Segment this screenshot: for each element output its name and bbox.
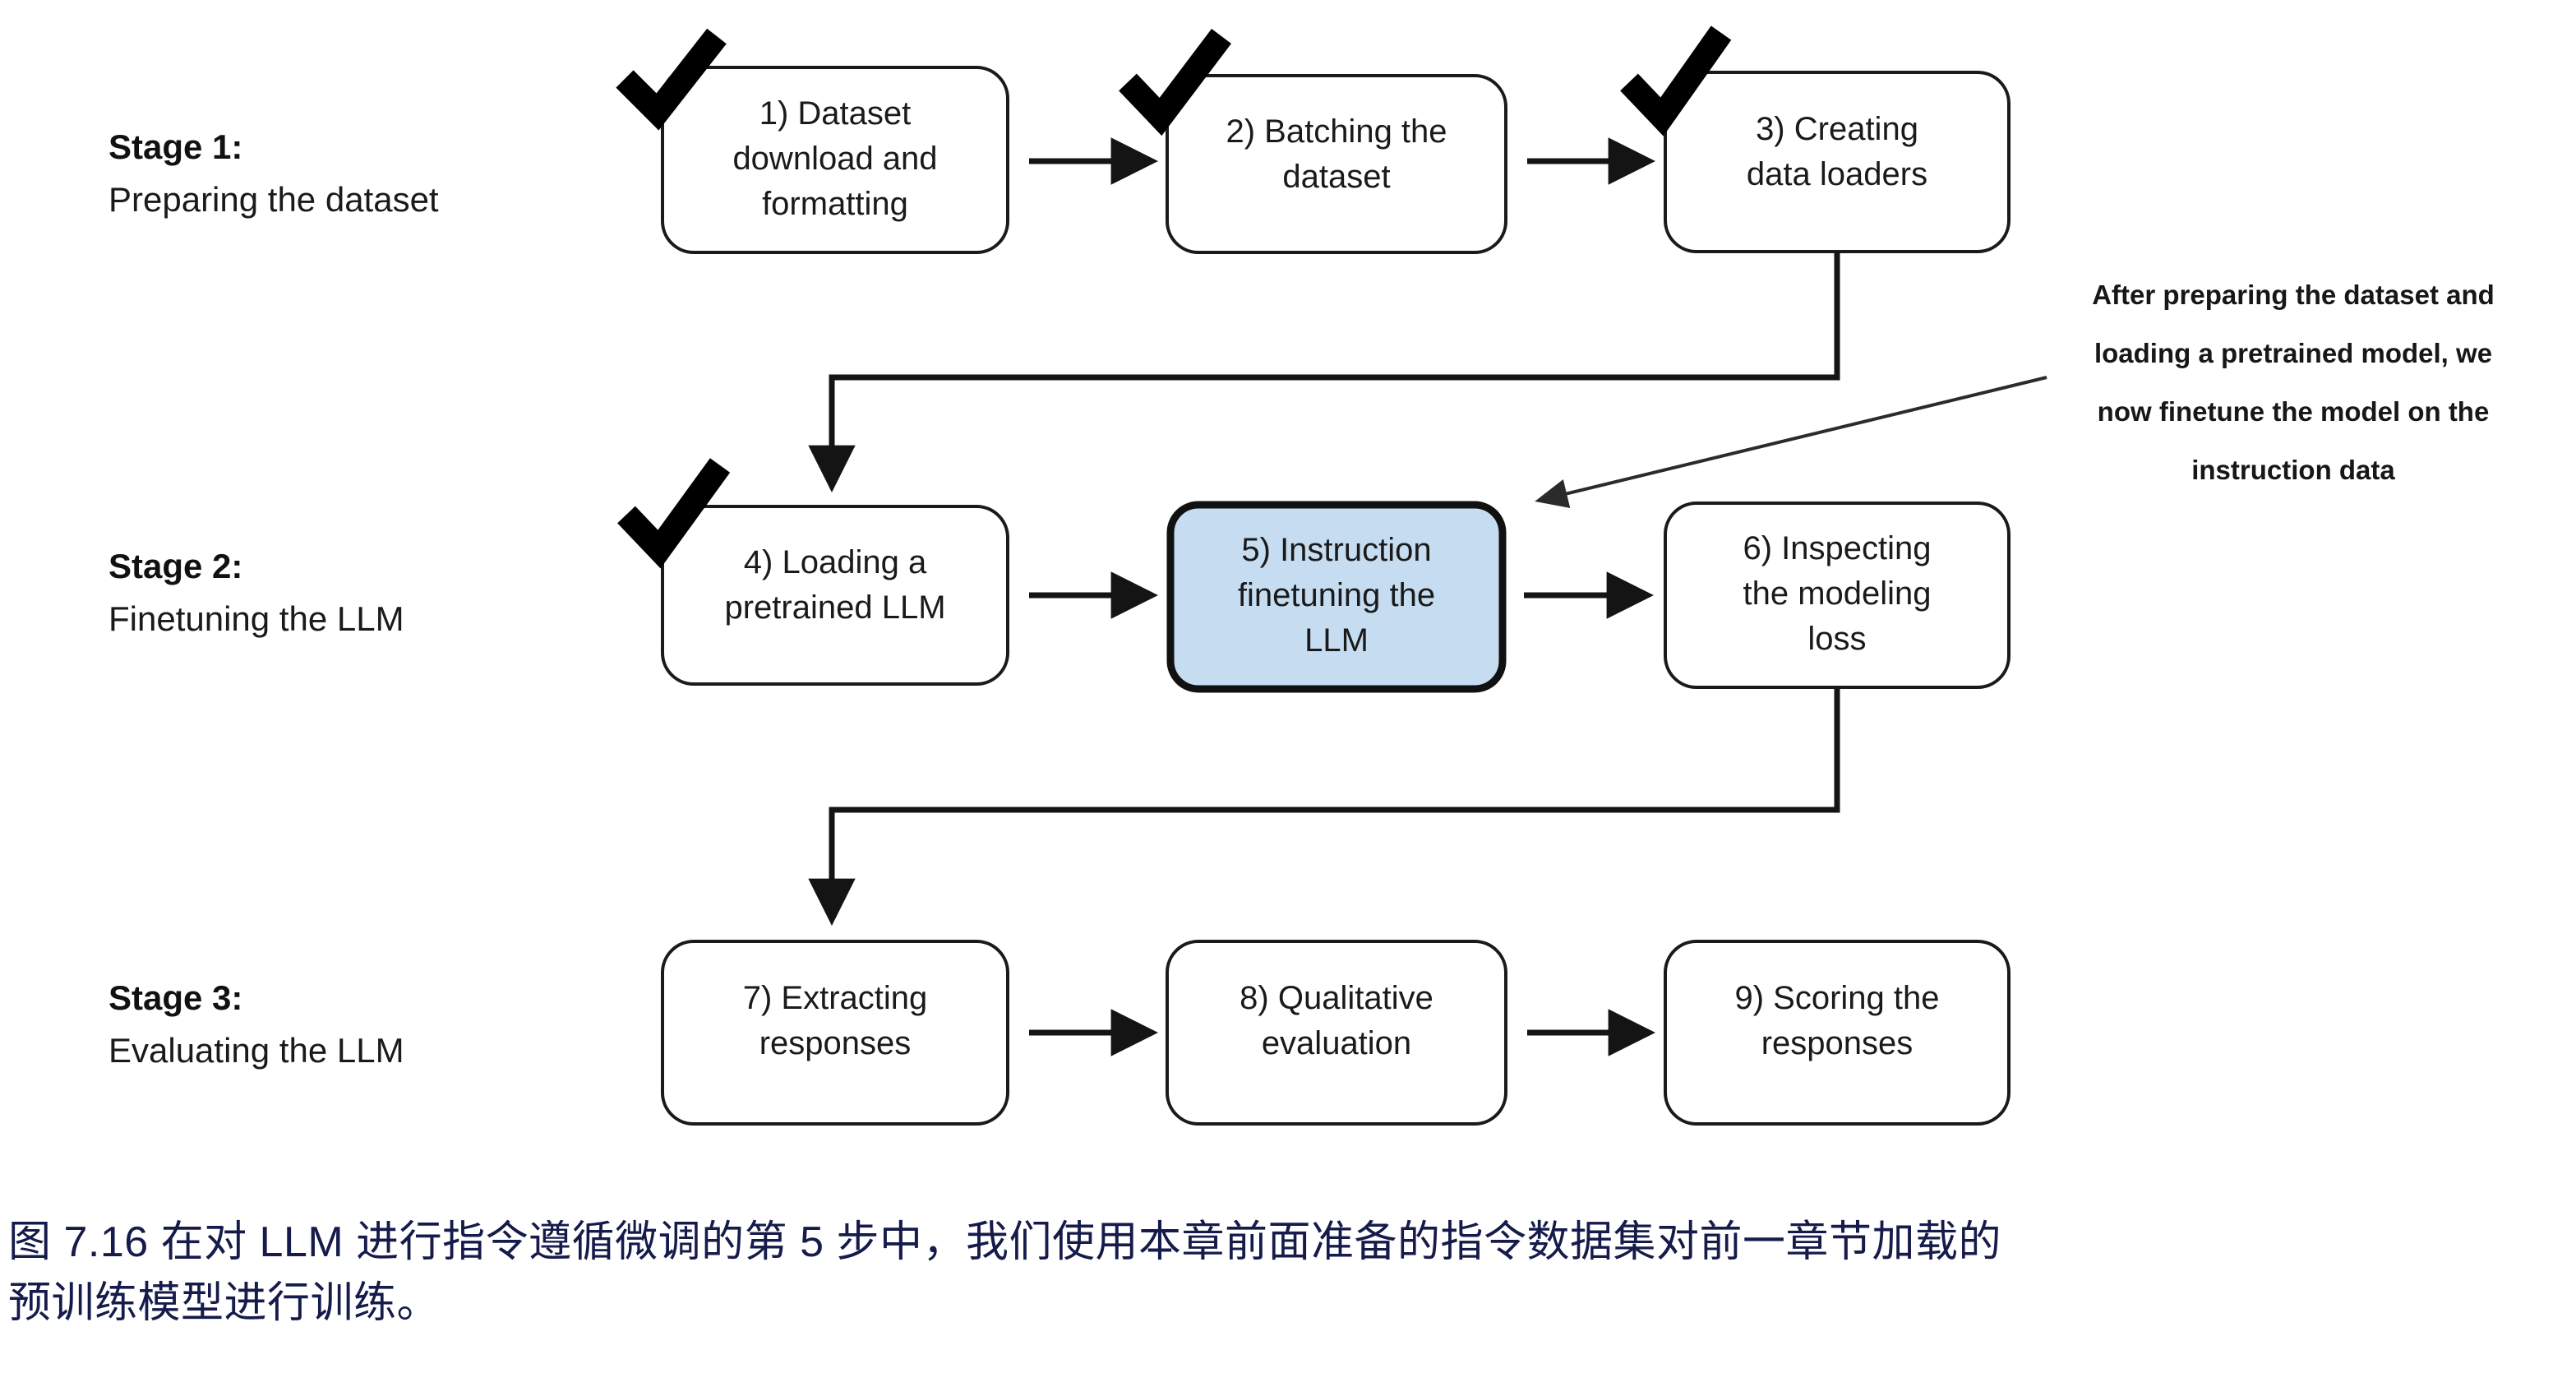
step-2-line-2: dataset	[1282, 159, 1390, 195]
step-2-rect[interactable]	[1166, 74, 1507, 254]
step-box-6[interactable]: 6) Inspecting the modeling loss	[1664, 502, 2010, 689]
step-box-5[interactable]: 5) Instruction finetuning the LLM	[1166, 501, 1507, 693]
stage-3-subtitle: Evaluating the LLM	[108, 1031, 404, 1070]
step-5-line-3: LLM	[1304, 622, 1369, 659]
caption-line-2: 预训练模型进行训练。	[8, 1278, 441, 1327]
connector-stage1-to-stage2	[808, 252, 1840, 493]
stage-2-subtitle: Finetuning the LLM	[108, 599, 404, 638]
checkmark-icon-step-2	[1119, 28, 1231, 136]
step-box-2[interactable]: 2) Batching the dataset	[1166, 74, 1507, 254]
step-7-line-2: responses	[759, 1025, 912, 1061]
annotation-line-2: loading a pretrained model, we	[2094, 338, 2492, 368]
step-4-line-2: pretrained LLM	[724, 589, 945, 626]
step-box-8[interactable]: 8) Qualitative evaluation	[1166, 940, 1507, 1126]
annotation-line-3: now finetune the model on the	[2098, 396, 2490, 427]
step-8-line-2: evaluation	[1262, 1025, 1411, 1061]
step-4-rect[interactable]	[661, 505, 1009, 686]
step-8-rect[interactable]	[1166, 940, 1507, 1126]
checkmark-icon-step-4	[617, 458, 731, 569]
stage-label-1: Stage 1: Preparing the dataset	[108, 127, 439, 219]
annotation-pointer-arrow	[1535, 376, 2047, 508]
caption-line-1: 图 7.16 在对 LLM 进行指令遵循微调的第 5 步中，我们使用本章前面准备…	[8, 1218, 2001, 1266]
figure-caption: 图 7.16 在对 LLM 进行指令遵循微调的第 5 步中，我们使用本章前面准备…	[8, 1213, 2564, 1334]
step-1-line-3: formatting	[762, 186, 908, 222]
step-6-line-1: 6) Inspecting	[1743, 530, 1931, 566]
step-1-line-2: download and	[732, 141, 937, 177]
connector-stage2-to-stage3	[808, 687, 1840, 927]
step-5-line-1: 5) Instruction	[1241, 532, 1431, 568]
step-9-line-2: responses	[1761, 1025, 1914, 1061]
step-1-rect[interactable]	[661, 66, 1009, 254]
stage-2-title: Stage 2:	[108, 547, 242, 585]
stage-1-subtitle: Preparing the dataset	[108, 180, 439, 219]
step-7-line-1: 7) Extracting	[743, 980, 928, 1016]
step-box-1[interactable]: 1) Dataset download and formatting	[661, 66, 1009, 254]
annotation-note: After preparing the dataset and loading …	[2092, 280, 2495, 485]
step-box-3[interactable]: 3) Creating data loaders	[1664, 71, 2010, 253]
step-3-line-1: 3) Creating	[1756, 111, 1918, 147]
step-9-rect[interactable]	[1664, 940, 2010, 1126]
step-1-line-1: 1) Dataset	[759, 95, 912, 132]
checkmark-icon-step-3	[1620, 25, 1732, 136]
stage-label-3: Stage 3: Evaluating the LLM	[108, 978, 404, 1070]
stage-3-title: Stage 3:	[108, 978, 242, 1017]
step-3-line-2: data loaders	[1747, 156, 1927, 192]
step-6-line-2: the modeling	[1743, 576, 1931, 612]
stage-label-2: Stage 2: Finetuning the LLM	[108, 547, 404, 638]
step-box-7[interactable]: 7) Extracting responses	[661, 940, 1009, 1126]
step-2-line-1: 2) Batching the	[1226, 113, 1447, 150]
step-box-4[interactable]: 4) Loading a pretrained LLM	[661, 505, 1009, 686]
step-5-rect[interactable]	[1166, 501, 1507, 693]
step-8-line-1: 8) Qualitative	[1240, 980, 1433, 1016]
annotation-line-1: After preparing the dataset and	[2092, 280, 2495, 310]
step-6-line-3: loss	[1807, 621, 1866, 657]
step-box-9[interactable]: 9) Scoring the responses	[1664, 940, 2010, 1126]
step-9-line-1: 9) Scoring the	[1734, 980, 1939, 1016]
step-7-rect[interactable]	[661, 940, 1009, 1126]
step-5-line-2: finetuning the	[1238, 577, 1435, 613]
step-4-line-1: 4) Loading a	[744, 544, 927, 580]
annotation-line-4: instruction data	[2191, 455, 2395, 485]
stage-1-title: Stage 1:	[108, 127, 242, 166]
checkmark-icon-step-1	[616, 28, 727, 131]
